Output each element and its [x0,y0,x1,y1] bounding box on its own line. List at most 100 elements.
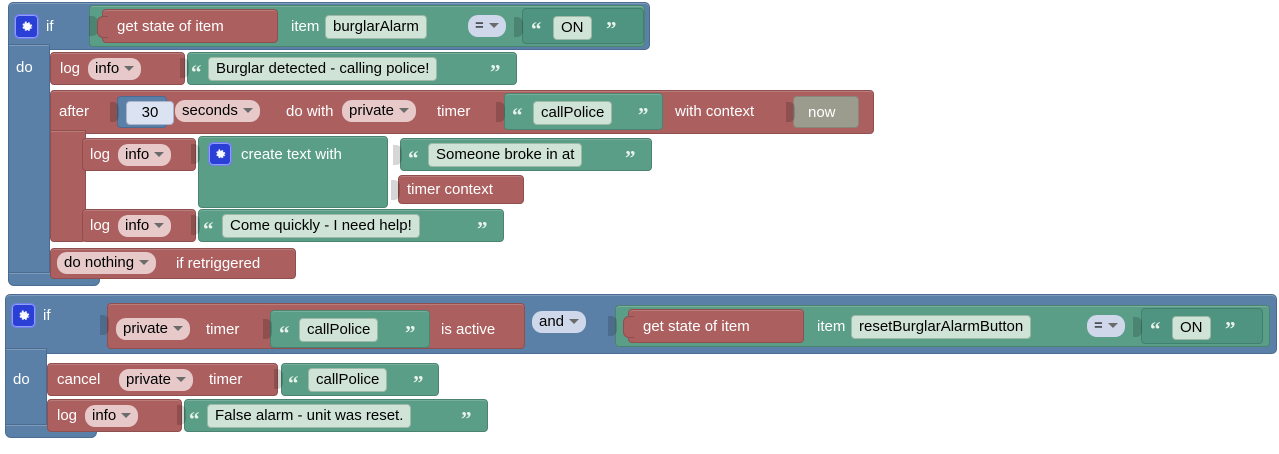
delay-value-field[interactable]: 30 [126,101,174,125]
chevron-down-icon [569,319,580,324]
with-context-label: with context [675,103,755,120]
logic-operator-value: and [539,313,565,330]
mutator-gear-icon-1[interactable] [14,14,39,39]
log-level-value-4: info [92,407,117,424]
chevron-down-icon [154,223,165,228]
text-value-on-1[interactable]: ON [553,16,592,40]
item-label-2: item [817,318,846,335]
timer-name-field-2[interactable]: callPolice [299,318,379,342]
chevron-down-icon [173,326,184,331]
if-block-1-spine [8,44,50,284]
chevron-down-icon [121,413,132,418]
chevron-down-icon [124,66,135,71]
log-message-field-4[interactable]: False alarm - unit was reset. [207,404,412,428]
chevron-down-icon [139,260,150,265]
chevron-down-icon [1107,323,1118,328]
socket [1133,317,1142,337]
log-level-dropdown-2[interactable]: info [118,144,172,166]
log-level-dropdown-1[interactable]: info [88,58,142,80]
plug-notch [623,316,634,338]
after-label: after [59,103,90,120]
socket [100,315,109,335]
operator-dropdown-2[interactable]: = [1087,315,1125,337]
log-label-4: log [57,407,78,424]
log-label-2: log [90,146,111,163]
socket [110,102,119,122]
socket [393,145,402,165]
time-unit-dropdown[interactable]: seconds [175,100,260,122]
log-message-field-1[interactable]: Burglar detected - calling police! [208,57,438,81]
operator-value-1: = [475,17,484,34]
timer-scope-dropdown-2[interactable]: private [116,318,191,340]
operator-dropdown-1[interactable]: = [468,15,506,37]
chevron-down-icon [176,377,187,382]
cancel-label: cancel [57,371,101,388]
log-level-value-3: info [125,217,150,234]
get-state-of-item-block-1[interactable] [102,9,278,43]
log-level-value-1: info [95,60,120,77]
item-label-1: item [291,18,320,35]
log-level-value-2: info [125,146,150,163]
chevron-down-icon [154,152,165,157]
get-state-of-item-label-1: get state of item [117,18,224,35]
socket [496,102,505,122]
log-label-1: log [60,60,81,77]
socket [191,144,200,164]
cancel-timer-scope-dropdown[interactable]: private [119,369,194,391]
create-text-part-2-block[interactable] [398,175,524,204]
cancel-timer-label: timer [209,371,243,388]
cancel-timer-scope-value: private [126,371,172,388]
timer-scope-dropdown-1[interactable]: private [342,100,417,122]
cancel-timer-name-field[interactable]: callPolice [308,368,388,392]
do-label-1: do [16,59,33,76]
log-level-dropdown-3[interactable]: info [118,215,172,237]
timer-scope-value-2: private [123,320,169,337]
time-unit-value: seconds [182,102,238,119]
plug-notch [97,16,108,38]
timer-context-value-label: now [808,104,836,121]
chevron-down-icon [488,23,499,28]
log-label-3: log [90,217,111,234]
timer-is-active-suffix: is active [441,321,496,338]
item-value-field-2[interactable]: resetBurglarAlarmButton [851,315,1032,339]
if-label-1: if [46,18,54,35]
do-label-2: do [13,371,30,388]
timer-label-2: timer [206,321,240,338]
if-block-2-spine [5,348,47,436]
logic-operator-dropdown[interactable]: and [532,311,587,333]
get-state-of-item-label-2: get state of item [643,318,750,335]
socket [514,17,523,37]
operator-value-2: = [1094,317,1103,334]
timer-context-variable-label: timer context [407,181,493,198]
get-state-of-item-block-2[interactable] [628,309,804,343]
socket [177,405,186,425]
if-label-2: if [43,307,51,324]
timer-context-value-block[interactable] [793,96,859,128]
socket [191,215,200,235]
item-value-field-1[interactable]: burglarAlarm [325,15,427,39]
socket [180,58,189,78]
retrigger-policy-value: do nothing [64,254,135,271]
retrigger-label: if retriggered [176,255,261,272]
timer-scope-value-1: private [349,102,395,119]
chevron-down-icon [242,108,253,113]
retrigger-policy-dropdown[interactable]: do nothing [57,252,157,274]
timer-label-1: timer [437,103,471,120]
log-level-dropdown-4[interactable]: info [85,405,139,427]
mutator-gear-icon-2[interactable] [11,303,36,328]
create-text-with-label: create text with [241,146,342,163]
socket [608,316,617,336]
after-timer-spine [50,130,86,242]
text-value-on-2[interactable]: ON [1172,316,1211,340]
socket [89,16,98,36]
socket [391,180,400,200]
socket [263,319,272,339]
mutator-gear-icon-create-text[interactable] [208,142,232,166]
timer-name-field-1[interactable]: callPolice [533,101,613,125]
socket [786,102,795,122]
create-text-part-1-field[interactable]: Someone broke in at [428,143,583,167]
chevron-down-icon [399,108,410,113]
log-message-field-3[interactable]: Come quickly - I need help! [222,214,420,238]
socket [274,369,283,389]
